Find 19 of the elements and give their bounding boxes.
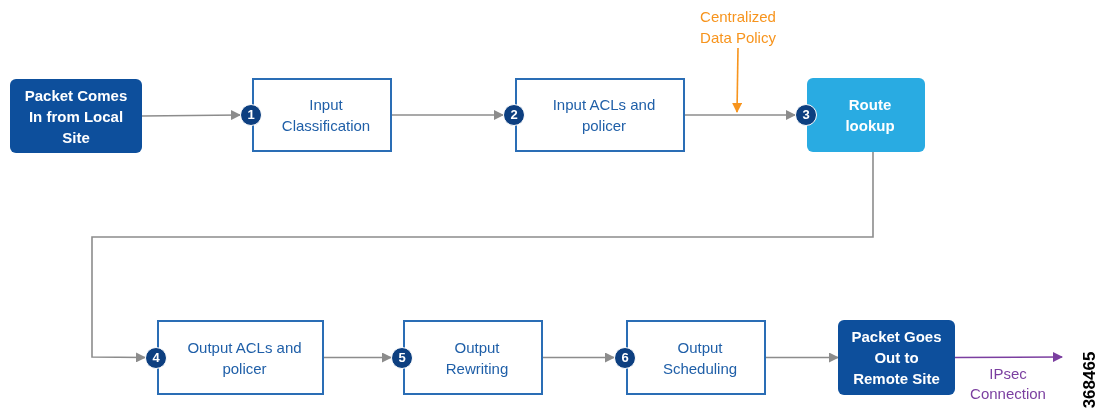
step-number-badge: 3 <box>795 104 817 126</box>
arrow <box>542 352 615 363</box>
process-box: Packet Goes Out to Remote Site <box>838 320 955 395</box>
step-number-badge: 1 <box>240 104 262 126</box>
arrow <box>765 352 839 363</box>
annotation-text: Centralized Data Policy <box>686 6 790 48</box>
step-number-badge: 4 <box>145 346 167 369</box>
step-number-badge: 6 <box>614 346 636 369</box>
arrow <box>141 110 241 121</box>
arrow <box>323 352 392 363</box>
step-number-badge: 5 <box>391 346 413 369</box>
figure-number: 368465 <box>1080 351 1101 409</box>
step-number-badge: 2 <box>503 104 525 126</box>
arrow <box>684 110 796 120</box>
arrow <box>732 47 743 113</box>
arrow <box>954 352 1063 363</box>
process-box: Packet Comes In from Local Site <box>10 79 142 153</box>
arrow <box>391 110 504 120</box>
arrow <box>91 151 874 363</box>
